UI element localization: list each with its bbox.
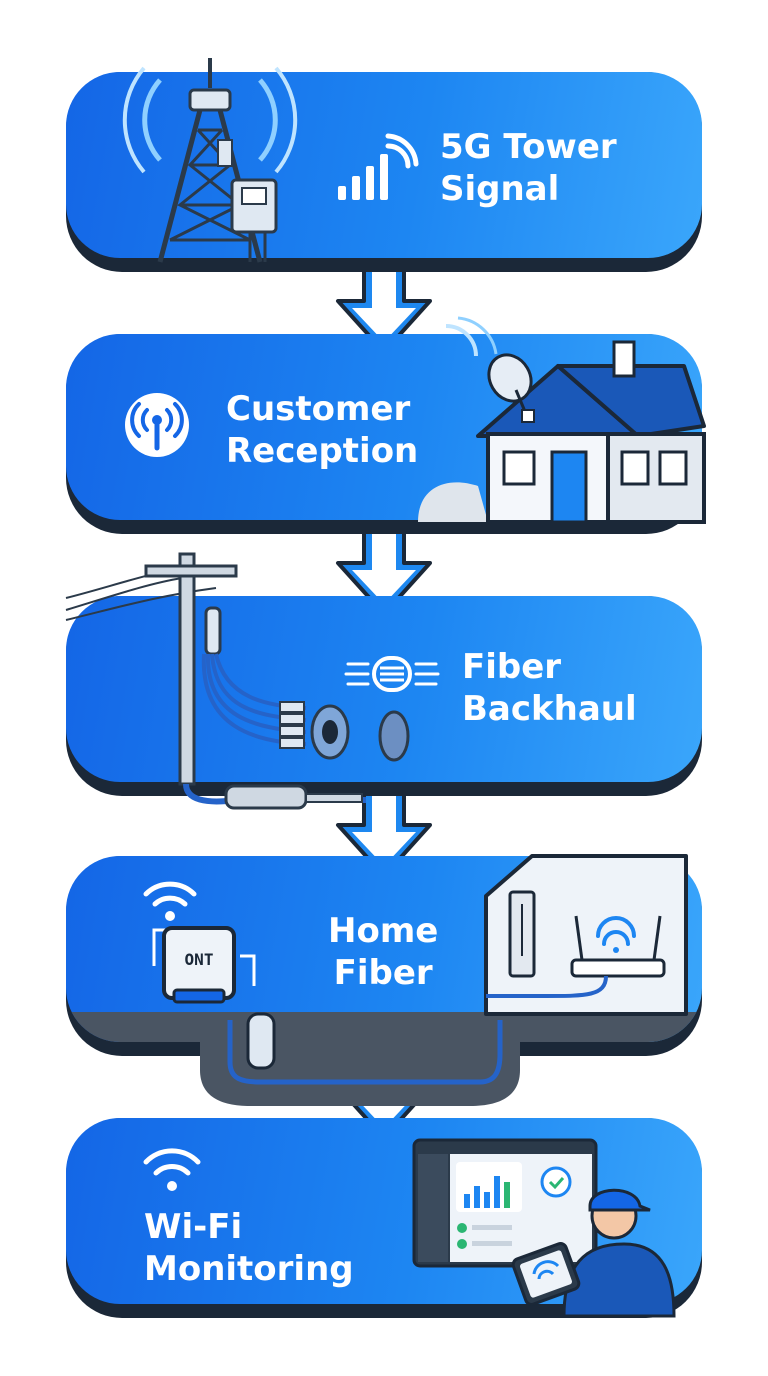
step-label-5g-tower: 5G Tower Signal bbox=[440, 127, 617, 209]
antenna-broadcast-icon bbox=[125, 393, 189, 457]
ont-device-illustration bbox=[152, 926, 256, 1004]
house-with-dish-illustration bbox=[418, 316, 706, 524]
step-label-wifi-monitoring: Wi-Fi Monitoring bbox=[144, 1207, 354, 1289]
home-wall-router-illustration bbox=[484, 854, 688, 1016]
wifi-icon bbox=[143, 881, 197, 921]
wifi-icon bbox=[143, 1148, 201, 1191]
underground-conduit-illustration bbox=[200, 1012, 520, 1106]
cell-tower-illustration bbox=[122, 58, 298, 263]
fiber-cable-icon bbox=[344, 656, 440, 692]
step-label-home-fiber: Home Fiber bbox=[328, 911, 439, 993]
step-panel-fiber-backhaul bbox=[66, 596, 702, 796]
utility-pole-fiber-illustration bbox=[65, 552, 410, 810]
signal-bars-icon bbox=[338, 133, 419, 200]
dashboard-technician-illustration bbox=[412, 1138, 676, 1318]
ont-device-label: ONT bbox=[184, 950, 214, 969]
step-label-customer-reception: Customer Reception bbox=[226, 389, 419, 471]
step-label-fiber-backhaul: Fiber Backhaul bbox=[462, 647, 637, 729]
